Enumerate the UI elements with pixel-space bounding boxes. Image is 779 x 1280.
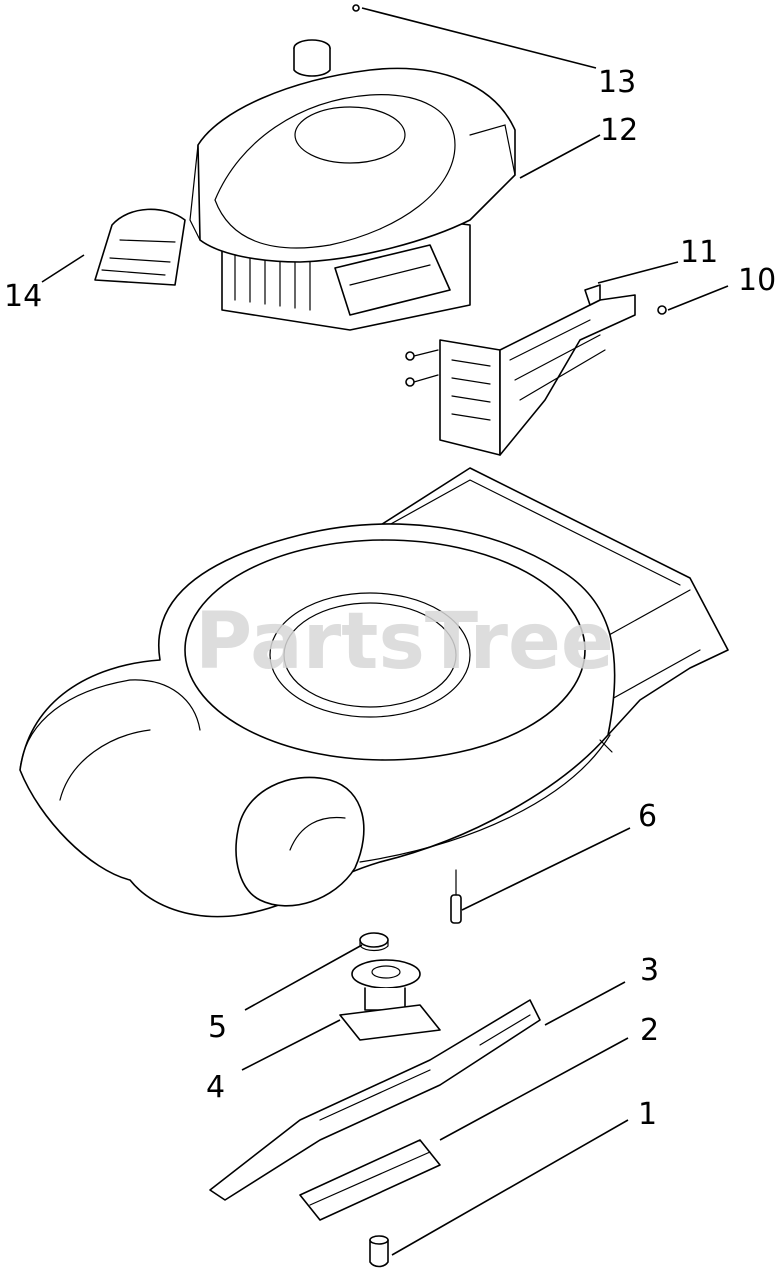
nut-5 xyxy=(359,932,389,952)
callout-2: 2 xyxy=(640,1013,659,1048)
callout-5: 5 xyxy=(208,1010,227,1045)
debris-guard xyxy=(439,284,636,456)
engine xyxy=(189,39,516,331)
blade xyxy=(209,999,541,1201)
watermark: PartsTree xyxy=(195,597,614,687)
callout-3: 3 xyxy=(640,953,659,988)
stiffener xyxy=(299,1139,441,1221)
callout-14: 14 xyxy=(4,279,42,314)
mower-deck xyxy=(19,467,729,918)
callout-13: 13 xyxy=(598,65,636,100)
callouts: 13 12 11 10 14 6 5 4 3 2 1 xyxy=(4,65,776,1132)
leader-lines xyxy=(41,7,729,1256)
callout-6: 6 xyxy=(638,799,657,834)
callout-10: 10 xyxy=(738,263,776,298)
callout-11: 11 xyxy=(680,235,718,270)
decal xyxy=(94,208,186,286)
blade-bolt xyxy=(369,1235,389,1268)
blade-adapter xyxy=(339,959,441,1041)
guard-screws xyxy=(405,305,667,387)
callout-1: 1 xyxy=(638,1097,657,1132)
screw-13 xyxy=(352,4,360,12)
bolt-6 xyxy=(450,869,462,924)
callout-12: 12 xyxy=(600,113,638,148)
callout-4: 4 xyxy=(206,1070,225,1105)
